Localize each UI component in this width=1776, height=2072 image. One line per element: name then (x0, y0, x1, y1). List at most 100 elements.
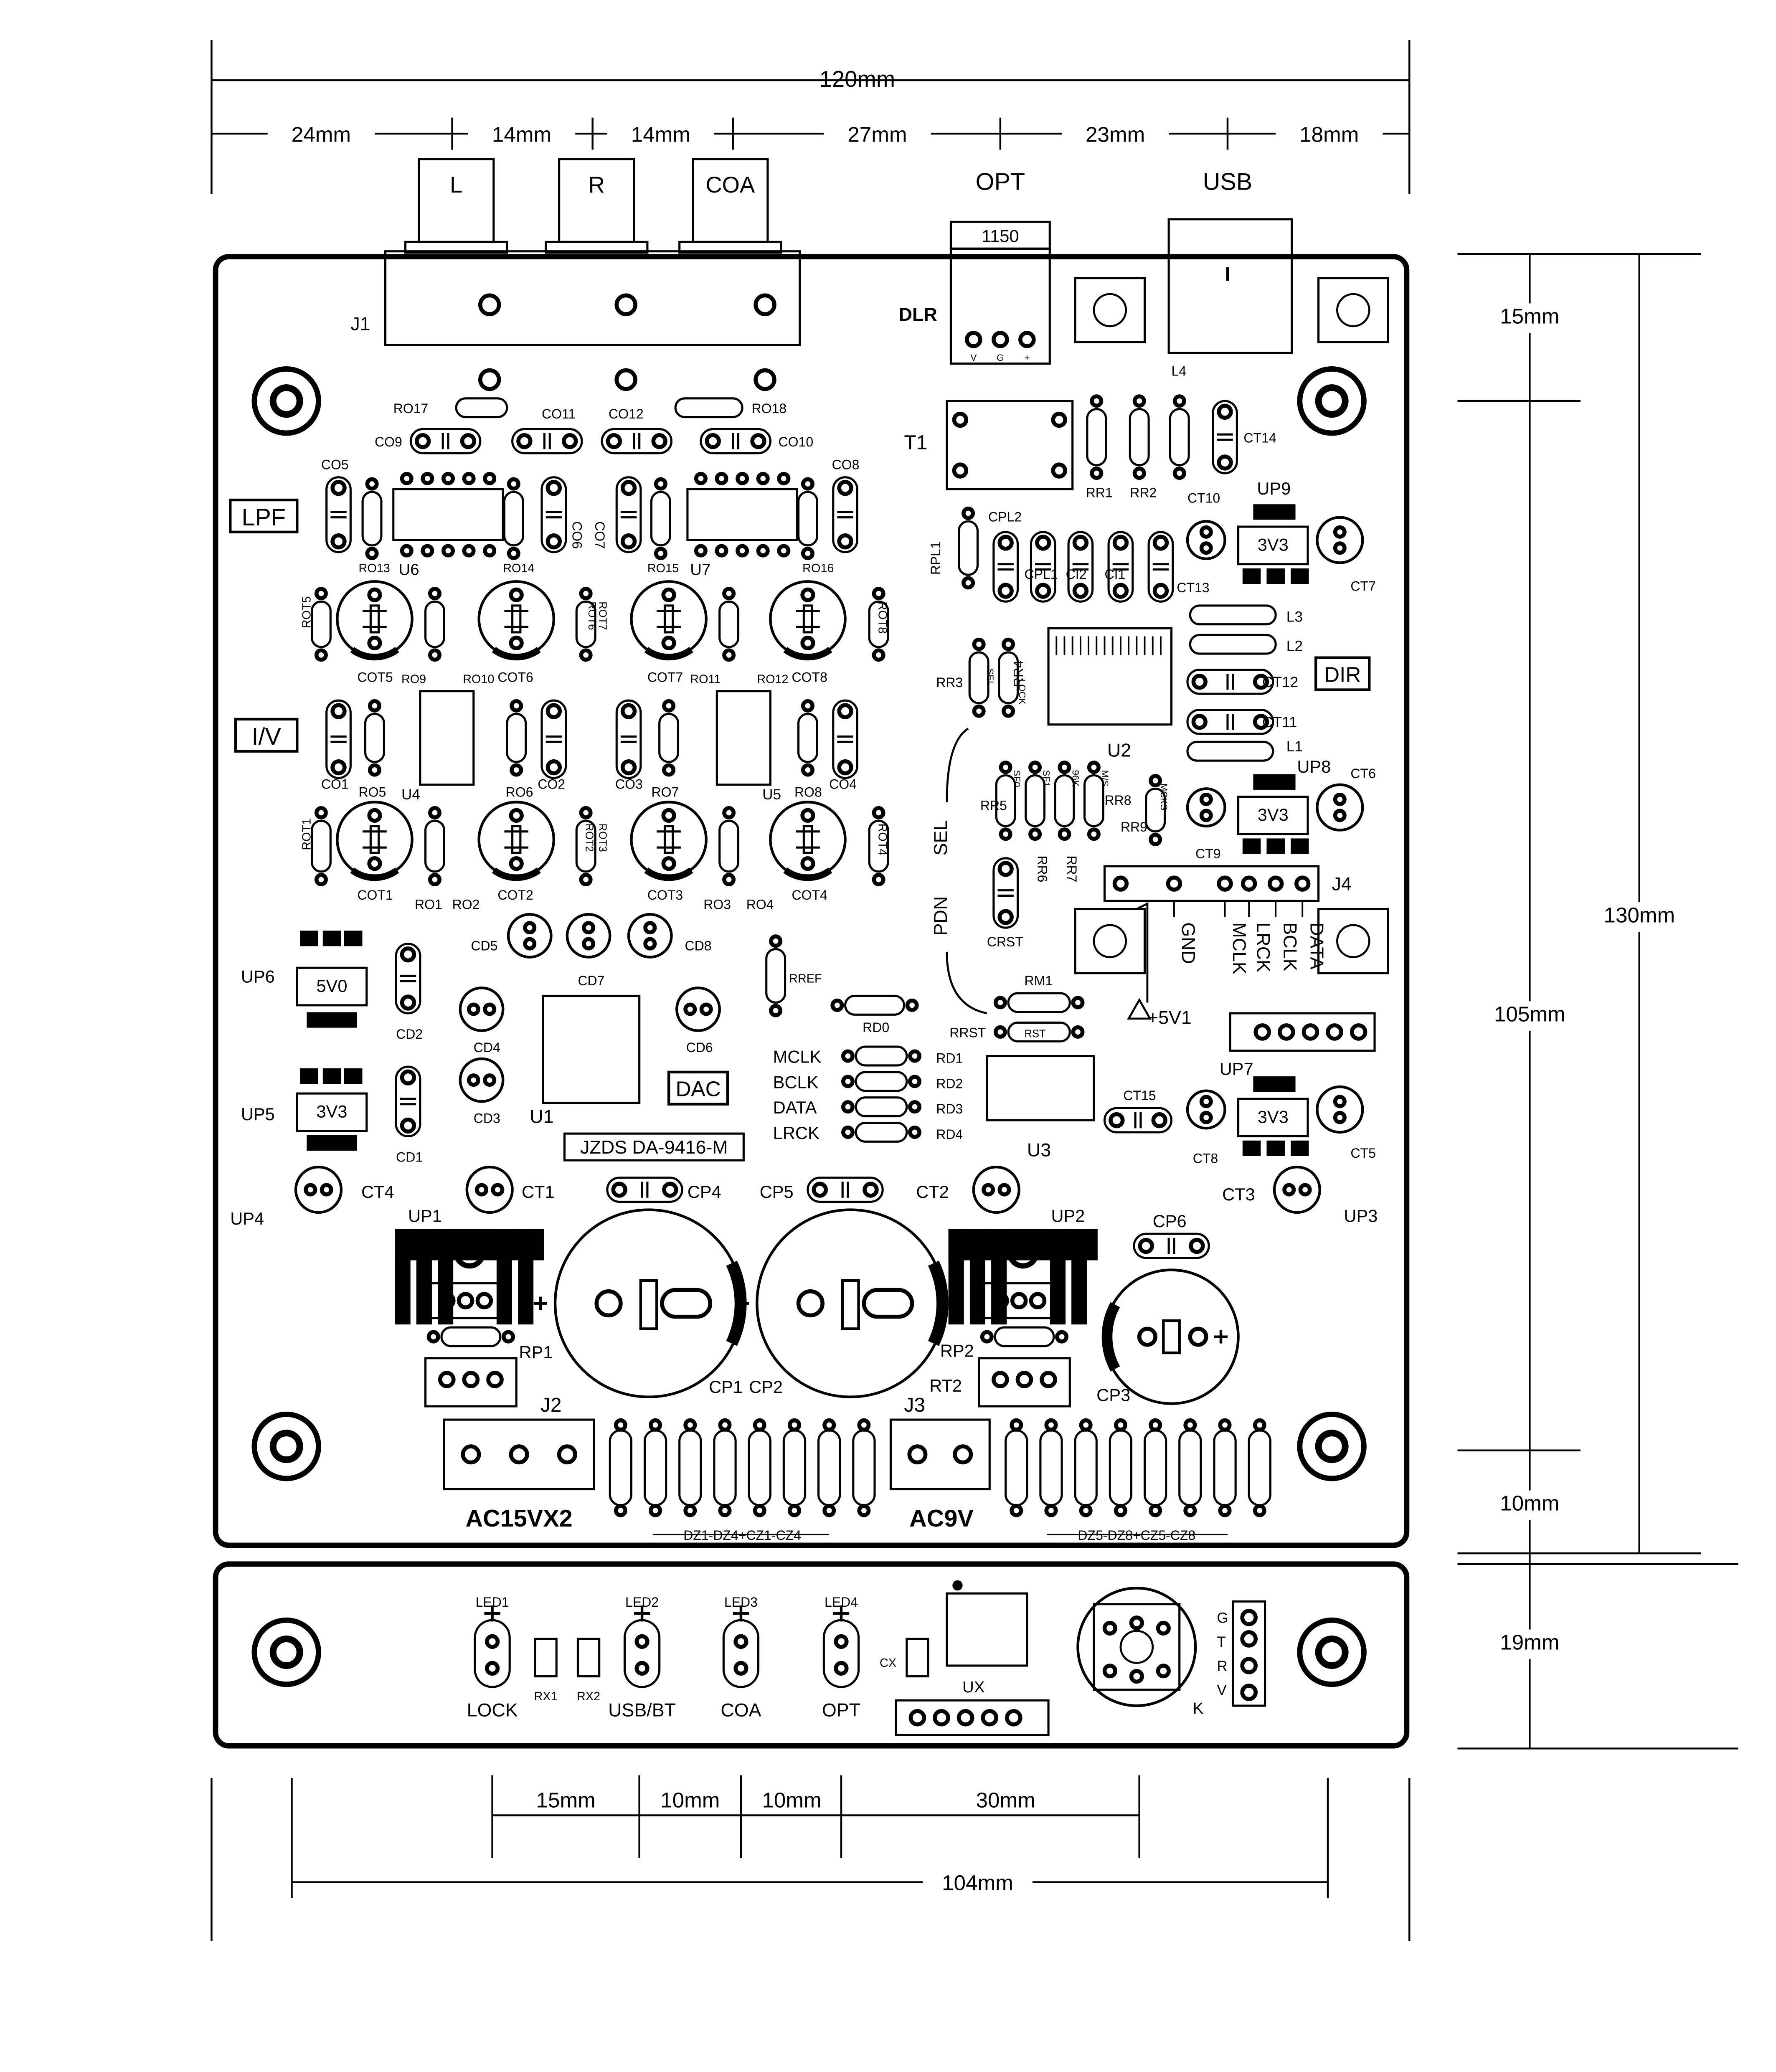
pad (614, 1418, 627, 1432)
dim-total-label: 120mm (819, 66, 895, 92)
cap-CO5 (325, 476, 352, 553)
pad (980, 1330, 994, 1344)
ecap-body (663, 825, 674, 854)
pad (620, 480, 637, 496)
reg-up7-label: 3V3 (1258, 1107, 1289, 1127)
res- (995, 774, 1016, 827)
pad (1112, 535, 1129, 551)
pad (1333, 525, 1347, 539)
pad (972, 637, 986, 651)
res-ROT8 (868, 600, 889, 648)
label-labels-CT4: CT4 (361, 1182, 394, 1202)
pad (654, 477, 667, 491)
tab (307, 1012, 357, 1028)
pad (634, 1634, 650, 1649)
dz-part (748, 1429, 771, 1506)
label-labels-UP6: UP6 (241, 966, 275, 986)
pad (320, 1183, 333, 1197)
dim-seg-label: 24mm (292, 122, 351, 146)
pad (1044, 1418, 1058, 1432)
pad (1090, 394, 1104, 408)
ecap-small (566, 913, 611, 959)
label-labels-CO9: CO9 (375, 434, 402, 449)
gtrv-label: V (1217, 1682, 1227, 1698)
usb-label: USB (1203, 168, 1252, 195)
l1 (1186, 741, 1274, 762)
pad (582, 921, 596, 935)
pad (1028, 761, 1042, 774)
pad (683, 1504, 697, 1517)
label-labels-CT12: CT12 (1262, 674, 1298, 690)
label-labels-CPL1: CPL1 (1024, 567, 1058, 582)
label-labels-CD4: CD4 (474, 1040, 500, 1055)
label-labels-UP7: UP7 (1220, 1059, 1253, 1078)
label-labels-U2: U2 (1107, 740, 1131, 761)
rect (1189, 634, 1277, 655)
pad (1267, 875, 1284, 892)
pad (822, 1418, 836, 1432)
circle (796, 1289, 825, 1318)
ecap-body (802, 604, 813, 634)
pad (634, 1661, 650, 1676)
pad (545, 480, 562, 496)
pad (857, 1418, 871, 1432)
res- (424, 819, 445, 873)
pad (999, 761, 1012, 774)
sel-arrow (946, 728, 969, 802)
path (928, 1260, 949, 1346)
pad (872, 873, 885, 887)
label-labels-CD1: CD1 (396, 1149, 423, 1164)
pad (715, 472, 728, 485)
ecap-COT5 (336, 580, 414, 658)
pad (662, 699, 676, 713)
pad (699, 1002, 713, 1016)
dim-mask (1593, 902, 1685, 932)
pad (907, 1444, 928, 1465)
label-labels-RO1: RO1 (415, 897, 442, 912)
circle (1093, 293, 1127, 327)
pad (1253, 1023, 1271, 1041)
label-labels-COT8: COT8 (792, 670, 827, 685)
path (783, 647, 832, 661)
label-labels-RO6: RO6 (506, 785, 533, 800)
label-labels-U5: U5 (762, 786, 781, 803)
dim-right-label: 130mm (1603, 903, 1675, 927)
label-labels-RR4: RR4 (1011, 660, 1026, 687)
label-labels-RD4: RD4 (936, 1127, 963, 1142)
pad (523, 921, 537, 935)
pad (483, 1073, 497, 1087)
res- (718, 600, 740, 648)
ecap-body (511, 604, 522, 634)
pad (733, 1661, 748, 1676)
pad (1333, 1111, 1347, 1124)
res- (1054, 774, 1075, 827)
label-labels-RR5: RR5 (980, 798, 1007, 813)
pad (1129, 1669, 1144, 1684)
label-labels-ROT2: ROT2 (584, 824, 595, 852)
j2-terminal (443, 1418, 595, 1491)
mount-square (1317, 908, 1389, 974)
ecap-body (511, 825, 522, 854)
opt-label: OPT (976, 168, 1025, 195)
pad (905, 998, 919, 1012)
pad (787, 1418, 801, 1432)
ic-ux (946, 1592, 1028, 1667)
dz-part (1109, 1429, 1133, 1506)
pad (509, 587, 524, 602)
pad-sq (1242, 1140, 1261, 1156)
pad (400, 544, 414, 558)
pad (753, 1504, 766, 1517)
label-labels-BCLK: BCLK (773, 1072, 819, 1092)
pad (812, 1182, 828, 1198)
lpf-label: LPF (241, 504, 286, 531)
label-labels-LRCK: LRCK (773, 1123, 819, 1143)
pad (1010, 1504, 1023, 1517)
pad (722, 587, 736, 601)
path (644, 647, 693, 661)
pad (516, 433, 533, 449)
label-labels-MCKS: MCKS (1159, 784, 1169, 811)
pad (1191, 674, 1208, 690)
cap- (1030, 531, 1056, 603)
label-labels-CO10: CO10 (779, 434, 814, 449)
pad (1079, 1504, 1093, 1517)
